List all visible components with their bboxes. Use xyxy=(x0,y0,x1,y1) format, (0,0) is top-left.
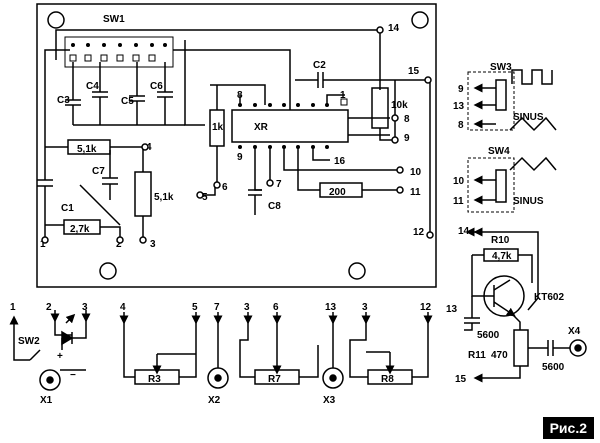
sw4-sinus: SINUS xyxy=(513,196,544,207)
mount-hole xyxy=(348,262,366,280)
pin-8-ic: 8 xyxy=(237,90,243,101)
label-x1: X1 xyxy=(40,395,53,406)
panel-pin-3c: 3 xyxy=(362,302,368,313)
sw1-label: SW1 xyxy=(103,14,125,25)
panel-pin-7: 7 xyxy=(214,302,220,313)
panel-pin-5: 5 xyxy=(192,302,198,313)
label-r11: R11 xyxy=(468,350,486,361)
sw3-label: SW3 xyxy=(490,62,512,73)
board-labels: SW1 14 15 C2 C3 C4 C5 C6 5,1k 4 C7 C1 5,… xyxy=(40,14,425,250)
pin-12-board: 12 xyxy=(413,227,425,238)
label-transistor: KT602 xyxy=(534,292,564,303)
mount-hole xyxy=(411,11,429,29)
label-x3: X3 xyxy=(323,395,336,406)
sw4-label: SW4 xyxy=(488,146,510,157)
panel-pin-1: 1 xyxy=(10,302,16,313)
label-x2: X2 xyxy=(208,395,221,406)
label-c8: C8 xyxy=(268,201,281,212)
pin-10-board: 10 xyxy=(410,167,422,178)
mount-hole xyxy=(99,262,117,280)
label-c3: C3 xyxy=(57,95,70,106)
pin-1-ic: 1 xyxy=(340,90,346,101)
pin-9-board: 9 xyxy=(404,133,410,144)
sw4-pin-10: 10 xyxy=(453,176,465,187)
sw3-pin-8: 8 xyxy=(458,120,464,131)
label-c1: C1 xyxy=(61,203,74,214)
mount-hole xyxy=(47,11,65,29)
amp-pin-14: 14 xyxy=(458,226,470,237)
label-ic-xr: XR xyxy=(254,122,269,133)
panel-pin-3: 3 xyxy=(82,302,88,313)
pcb-board xyxy=(36,3,437,288)
amp-pin-13: 13 xyxy=(446,304,458,315)
label-r-200: 200 xyxy=(329,187,346,198)
label-r-5k1-b: 5,1k xyxy=(154,192,174,203)
sw1-block xyxy=(64,36,174,68)
pin-11-board: 11 xyxy=(410,187,421,198)
label-x4: X4 xyxy=(568,326,581,337)
board-pads xyxy=(41,26,434,244)
panel-pin-13: 13 xyxy=(325,302,337,313)
label-r11-value: 470 xyxy=(491,350,508,361)
pin-4-board: 4 xyxy=(146,142,152,153)
label-c-5600-a: 5600 xyxy=(477,330,500,341)
label-r10: R10 xyxy=(491,235,510,246)
label-c2: C2 xyxy=(313,60,326,71)
label-c4: C4 xyxy=(86,81,99,92)
label-minus: − xyxy=(70,370,76,381)
label-c6: C6 xyxy=(150,81,163,92)
pin-5-board: 5 xyxy=(202,192,208,203)
panel-pin-6: 6 xyxy=(273,302,279,313)
front-panel xyxy=(9,310,433,391)
pin-15: 15 xyxy=(408,66,420,77)
label-sw2: SW2 xyxy=(18,336,40,347)
label-r-10k: 10k xyxy=(391,100,408,111)
panel-labels: 1 2 3 SW2 + − X1 4 5 R3 7 3 6 X2 R7 13 3… xyxy=(10,302,432,406)
pin-16-ic: 16 xyxy=(334,156,346,167)
label-c5: C5 xyxy=(121,96,134,107)
pin-2-board: 2 xyxy=(116,239,122,250)
sw3-pin-13: 13 xyxy=(453,101,465,112)
label-r-2k7: 2,7k xyxy=(70,224,90,235)
pin-9-ic: 9 xyxy=(237,152,243,163)
figure-label: Рис.2 xyxy=(542,417,594,439)
panel-pin-12: 12 xyxy=(420,302,432,313)
sw3-pin-9: 9 xyxy=(458,84,464,95)
label-r7: R7 xyxy=(268,374,281,385)
sw4-switch xyxy=(467,156,557,213)
amp-pin-15: 15 xyxy=(455,374,467,385)
pin-14: 14 xyxy=(388,23,400,34)
sw4-pin-11: 11 xyxy=(453,196,464,207)
label-r-5k1-a: 5,1k xyxy=(77,144,97,155)
panel-pin-4: 4 xyxy=(120,302,126,313)
label-r3: R3 xyxy=(148,374,161,385)
label-r10-value: 4,7k xyxy=(492,251,512,262)
label-plus: + xyxy=(57,351,63,362)
ic-xr xyxy=(231,109,349,143)
sw3-sinus: SINUS xyxy=(513,112,544,123)
pin-6-board: 6 xyxy=(222,182,228,193)
amplifier-stage xyxy=(464,232,587,383)
pin-7-board: 7 xyxy=(276,179,282,190)
panel-pin-3b: 3 xyxy=(244,302,250,313)
pin-1-board: 1 xyxy=(40,239,46,250)
label-c7: C7 xyxy=(92,166,105,177)
pin-8-board: 8 xyxy=(404,114,410,125)
label-c-5600-b: 5600 xyxy=(542,362,565,373)
label-r8: R8 xyxy=(381,374,394,385)
pin-3-board: 3 xyxy=(150,239,156,250)
label-r-1k: 1k xyxy=(212,122,224,133)
panel-pin-2: 2 xyxy=(46,302,52,313)
sw3-switch xyxy=(467,69,557,132)
